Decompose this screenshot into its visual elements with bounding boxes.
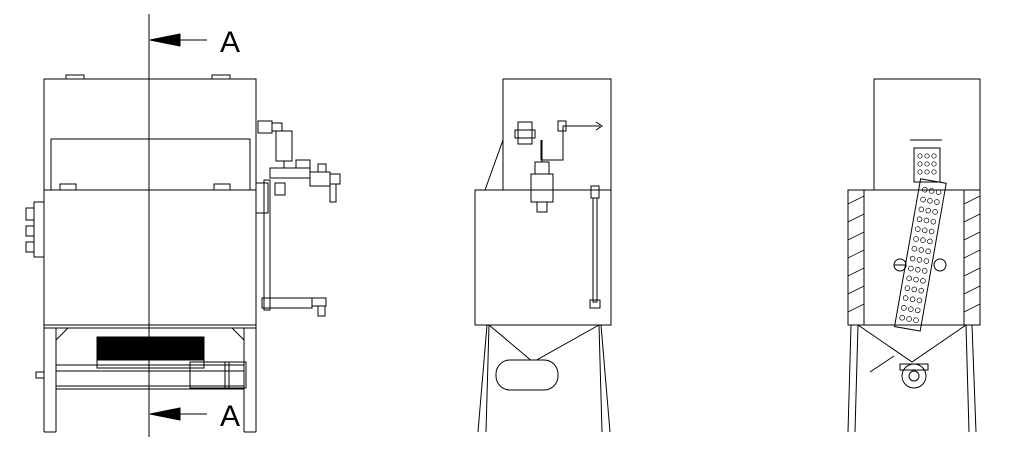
section-marker-bottom: A — [149, 400, 240, 433]
section-label-top: A — [220, 26, 240, 59]
section-marker-top: A — [149, 26, 240, 59]
front-view — [25, 14, 341, 437]
side-view — [474, 78, 612, 433]
section-label-bottom: A — [220, 400, 240, 433]
section-view — [847, 78, 981, 433]
